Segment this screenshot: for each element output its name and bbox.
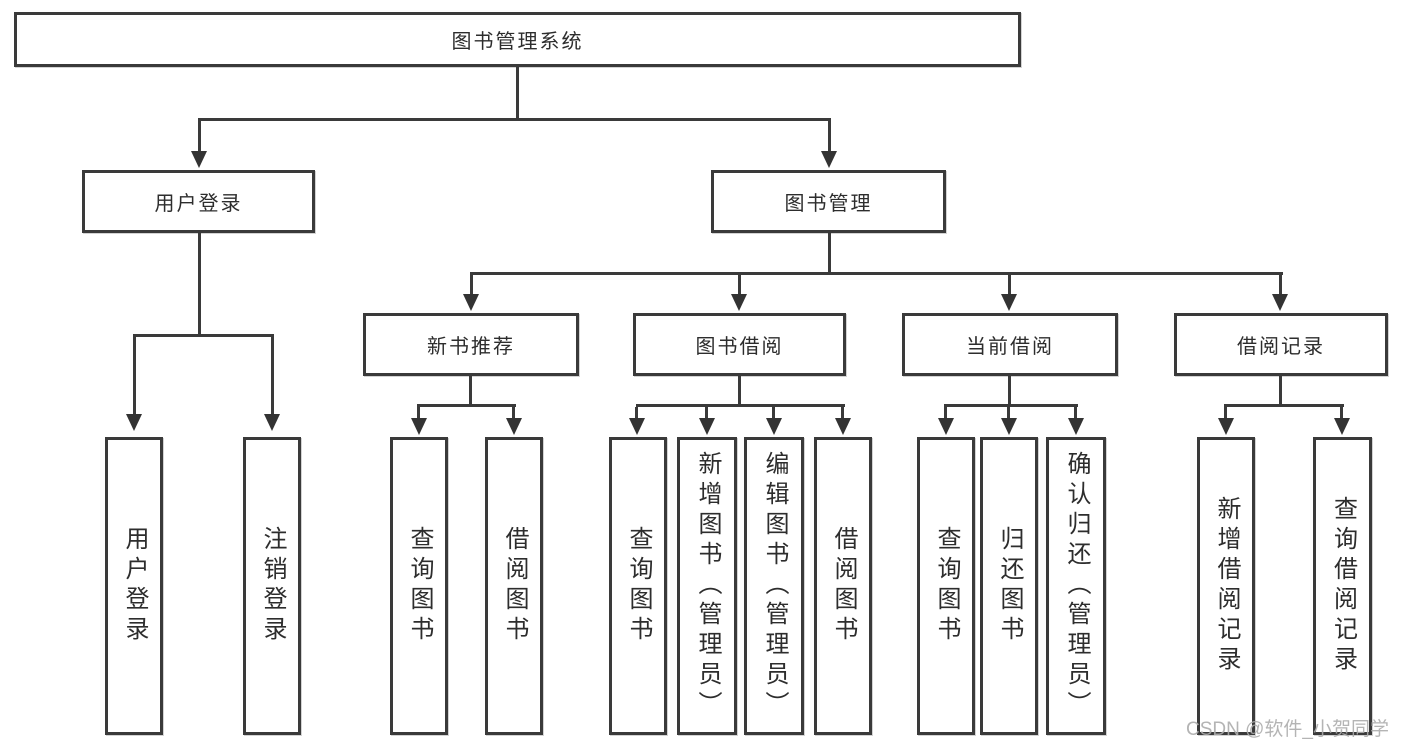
leaf-query-books-recommend: 查询图书: [390, 437, 448, 735]
node-root: 图书管理系统: [14, 12, 1021, 67]
connector-line: [1224, 407, 1227, 419]
watermark: CSDN @软件_小贺同学: [1186, 719, 1389, 740]
connector-line: [1007, 407, 1010, 419]
leaf-query-books-current: 查询图书: [917, 437, 975, 735]
connector-line: [705, 407, 708, 419]
connector-line: [1279, 376, 1282, 406]
node-book-borrowing: 图书借阅: [633, 313, 846, 376]
connector-line: [417, 407, 420, 419]
connector-line: [944, 407, 947, 419]
arrow-down-icon: [411, 418, 427, 435]
leaf-edit-book-admin: 编辑图书（管理员）: [744, 437, 804, 735]
connector-line: [738, 376, 741, 406]
arrow-down-icon: [191, 151, 207, 168]
leaf-query-borrow-record: 查询借阅记录: [1313, 437, 1372, 735]
leaf-add-borrow-record: 新增借阅记录: [1197, 437, 1255, 735]
connector-line: [738, 275, 741, 295]
node-book-management: 图书管理: [711, 170, 946, 233]
leaf-query-books-borrowing: 查询图书: [609, 437, 667, 735]
arrow-down-icon: [463, 294, 479, 311]
arrow-down-icon: [766, 418, 782, 435]
connector-line: [470, 272, 1283, 275]
connector-line: [198, 233, 201, 336]
connector-line: [1340, 407, 1343, 419]
leaf-add-book-admin: 新增图书（管理员）: [677, 437, 737, 735]
leaf-borrow-books-borrowing: 借阅图书: [814, 437, 872, 735]
connector-line: [635, 407, 638, 419]
connector-line: [469, 376, 472, 406]
connector-line: [1008, 275, 1011, 295]
leaf-logout: 注销登录: [243, 437, 301, 735]
node-new-book-recommendation: 新书推荐: [363, 313, 579, 376]
connector-line: [1074, 407, 1077, 419]
connector-line: [828, 121, 831, 152]
connector-line: [512, 407, 515, 419]
arrow-down-icon: [629, 418, 645, 435]
node-current-borrowing: 当前借阅: [902, 313, 1118, 376]
leaf-return-book: 归还图书: [980, 437, 1038, 735]
connector-line: [470, 275, 473, 295]
connector-line: [636, 404, 845, 407]
arrow-down-icon: [731, 294, 747, 311]
arrow-down-icon: [1001, 418, 1017, 435]
arrow-down-icon: [126, 414, 142, 431]
leaf-confirm-return-admin: 确认归还（管理员）: [1046, 437, 1106, 735]
connector-line: [198, 118, 831, 121]
arrow-down-icon: [699, 418, 715, 435]
connector-line: [133, 337, 136, 415]
node-borrowing-records: 借阅记录: [1174, 313, 1388, 376]
arrow-down-icon: [938, 418, 954, 435]
arrow-down-icon: [1272, 294, 1288, 311]
arrow-down-icon: [506, 418, 522, 435]
arrow-down-icon: [1068, 418, 1084, 435]
connector-line: [271, 337, 274, 415]
arrow-down-icon: [1334, 418, 1350, 435]
connector-line: [772, 407, 775, 419]
arrow-down-icon: [835, 418, 851, 435]
connector-line: [828, 233, 831, 274]
connector-line: [841, 407, 844, 419]
connector-line: [417, 404, 516, 407]
connector-line: [516, 67, 519, 119]
leaf-borrow-books-recommend: 借阅图书: [485, 437, 543, 735]
arrow-down-icon: [1218, 418, 1234, 435]
node-user-login: 用户登录: [82, 170, 315, 233]
leaf-user-login: 用户登录: [105, 437, 163, 735]
arrow-down-icon: [821, 151, 837, 168]
connector-line: [1008, 376, 1011, 406]
connector-line: [1224, 404, 1344, 407]
arrow-down-icon: [264, 414, 280, 431]
connector-line: [198, 121, 201, 152]
connector-line: [133, 334, 274, 337]
arrow-down-icon: [1001, 294, 1017, 311]
connector-line: [944, 404, 1078, 407]
connector-line: [1279, 275, 1282, 295]
